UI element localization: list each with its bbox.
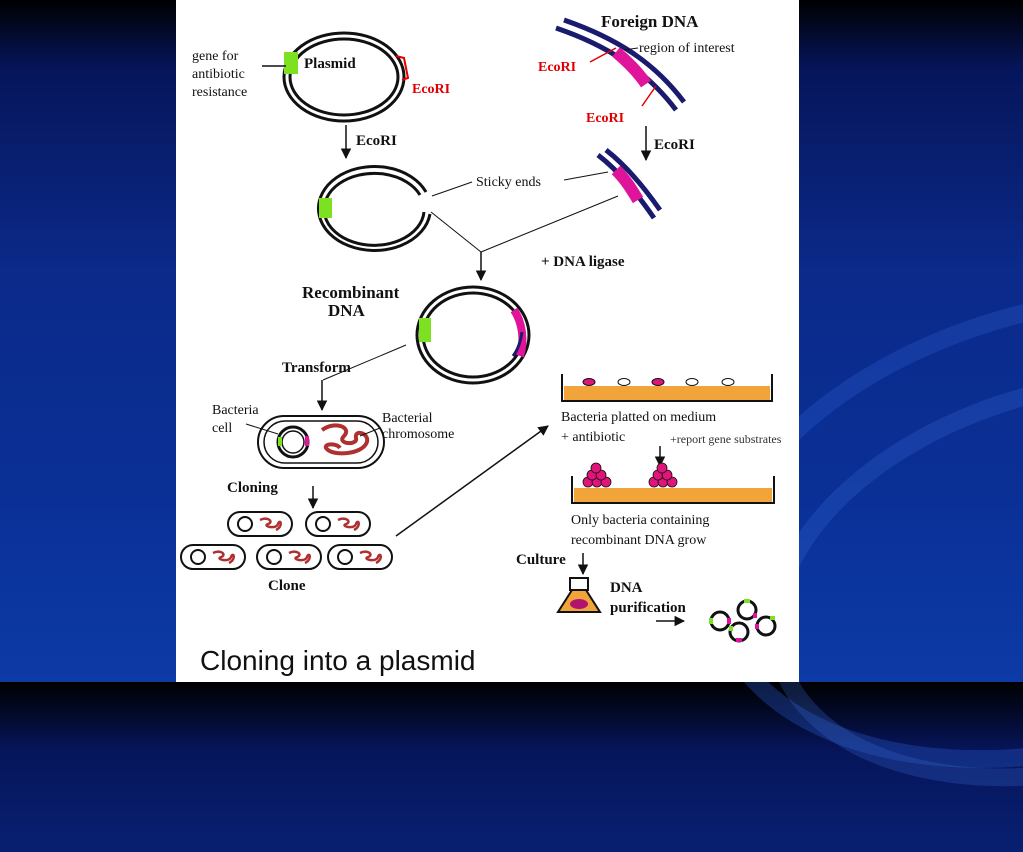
ecori-foreign-bottom-label: EcoRI (586, 111, 624, 126)
ecori-arrow-left-label: EcoRI (356, 133, 397, 149)
ecori-bottom-pointer (641, 85, 657, 107)
platted-label-2: + antibiotic (561, 430, 625, 445)
plasmid (282, 31, 406, 123)
dna-purification-label-1: DNA (610, 580, 643, 596)
dna-purification-label-2: purification (610, 600, 686, 616)
colony-cluster (582, 462, 612, 488)
diagram-panel: gene for antibiotic resistance Plasmid E… (176, 0, 799, 682)
converge-line-right (480, 195, 619, 253)
gene-label-1: gene for (192, 49, 239, 64)
bacteria-cell-label-1: Bacteria (212, 403, 259, 418)
resistance-gene-mark (284, 52, 298, 74)
culture-flask (556, 577, 602, 613)
ecori-foreign-top-label: EcoRI (538, 60, 576, 75)
bacteria-pointer (245, 423, 279, 435)
agar-plate-2 (571, 462, 775, 504)
transform-label: Transform (282, 360, 351, 376)
arrow-to-plate (395, 425, 549, 537)
platted-label-1: Bacteria platted on medium (561, 410, 716, 425)
recombinant-label-1: Recombinant (302, 283, 400, 302)
foreign-dna-label: Foreign DNA (601, 12, 699, 31)
converge-line-left (430, 211, 482, 253)
sticky-ends-label: Sticky ends (476, 175, 541, 190)
bacteria-cell-label-2: cell (212, 421, 232, 436)
colony-cluster (648, 462, 678, 488)
foreign-dna (555, 17, 686, 112)
transform-line (322, 344, 407, 381)
bacteria-cell (257, 415, 385, 469)
ecori-plasmid-label: EcoRI (412, 82, 450, 97)
cloning-label: Cloning (227, 480, 278, 496)
gene-label-2: antibiotic (192, 67, 245, 82)
ecori-arrow-right-label: EcoRI (654, 137, 695, 153)
region-of-interest-label: region of interest (639, 41, 735, 56)
culture-label: Culture (516, 552, 566, 568)
region-pointer-line (623, 47, 639, 51)
clone-label: Clone (268, 578, 306, 594)
region-of-interest-insert (612, 47, 651, 88)
chromosome-label-2: chromosome (382, 427, 454, 442)
insert-mark (510, 307, 527, 358)
gene-label-3: resistance (192, 85, 247, 100)
chromosome-pointer (359, 427, 381, 437)
chromosome-label-1: Bacterial (382, 411, 433, 426)
only-bacteria-label-2: recombinant DNA grow (571, 533, 707, 548)
only-bacteria-label-1: Only bacteria containing (571, 513, 709, 528)
resistance-gene-mark (419, 318, 431, 342)
plasmid-label: Plasmid (304, 56, 356, 72)
recombinant-label-2: DNA (328, 301, 366, 320)
clone-cells (180, 511, 393, 570)
cloning-diagram: gene for antibiotic resistance Plasmid E… (180, 12, 782, 676)
cut-plasmid (317, 165, 432, 252)
report-gene-label: +report gene substrates (670, 432, 782, 446)
sticky-pointer-left (431, 181, 473, 197)
agar-plate-1 (561, 374, 773, 402)
slide-title: Cloning into a plasmid (200, 645, 476, 676)
dna-ligase-label: + DNA ligase (541, 254, 625, 270)
recombinant-plasmid (415, 285, 531, 385)
foreign-fragment (596, 148, 663, 220)
bacterial-chromosome (320, 423, 370, 456)
sticky-pointer-right (563, 171, 609, 181)
purified-plasmids (709, 599, 777, 643)
resistance-gene-mark (319, 198, 332, 218)
ecori-top-pointer (589, 47, 617, 63)
ecori-site-bracket (395, 55, 410, 81)
